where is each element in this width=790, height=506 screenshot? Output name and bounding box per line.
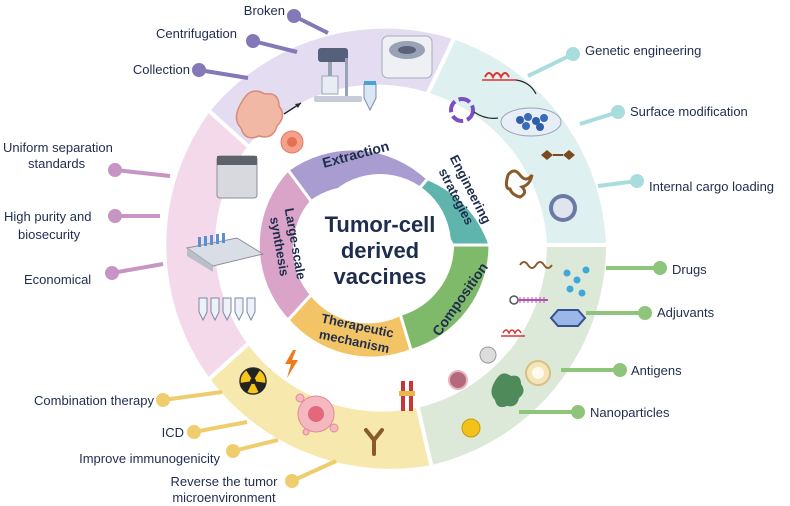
label-reverse-tumor-1: Reverse the tumor	[170, 474, 278, 489]
centrifuge-icon	[381, 35, 433, 79]
center-title-line1: Tumor-cell	[325, 212, 436, 237]
label-combination-therapy: Combination therapy	[34, 393, 154, 408]
antigen-strand-icon	[501, 329, 525, 337]
label-reverse-tumor-2: microenvironment	[172, 490, 276, 505]
connectors-large-scale	[105, 163, 171, 280]
protein-cluster-icon	[491, 373, 524, 408]
protein-icon	[504, 169, 534, 199]
antibody-icon	[364, 428, 384, 456]
radiation-icon	[239, 367, 267, 395]
engineering-illustrations	[449, 72, 577, 222]
label-high-purity-1: High purity and	[4, 209, 92, 224]
receptor-icon	[399, 381, 415, 411]
label-drugs: Drugs	[672, 262, 707, 277]
center-title-line3: vaccines	[334, 264, 427, 289]
petri-dish-icon	[500, 107, 562, 137]
tubes-icon	[198, 297, 256, 322]
label-antigens: Antigens	[631, 363, 682, 378]
adjuvant-strand-icon	[509, 295, 548, 305]
label-icd: ICD	[161, 425, 184, 440]
cell-cluster-icon	[235, 90, 284, 139]
mesh-particle-icon	[479, 346, 497, 364]
center-circle	[309, 174, 451, 316]
therapeutic-illustrations	[239, 350, 415, 456]
label-centrifugation: Centrifugation	[156, 26, 237, 41]
particles-icon	[563, 266, 590, 297]
hexagon-icon	[549, 309, 587, 327]
plate-reader-icon	[185, 233, 265, 272]
plasmid-icon	[449, 97, 475, 123]
label-high-purity-2: biosecurity	[18, 227, 81, 242]
label-uniform-separation-1: Uniform separation	[3, 140, 113, 155]
lightning-icon	[285, 350, 298, 378]
label-genetic-engineering: Genetic engineering	[585, 43, 702, 58]
rna-icon	[484, 72, 510, 80]
large-scale-illustrations	[185, 155, 265, 322]
label-adjuvants: Adjuvants	[657, 305, 715, 320]
label-nanoparticles: Nanoparticles	[590, 405, 670, 420]
composition-illustrations	[448, 261, 590, 438]
label-collection: Collection	[132, 62, 190, 77]
drug-strand-icon	[519, 261, 553, 269]
inner-sector-large-scale	[256, 167, 314, 323]
vesicle-icon	[549, 194, 577, 222]
connectors-extraction	[192, 9, 329, 80]
homogenizer-icon	[314, 48, 362, 102]
label-broken: Broken	[243, 3, 285, 18]
instrument-icon	[216, 155, 258, 199]
label-improve-immunogenicity: Improve immunogenicity	[79, 451, 220, 466]
extraction-illustrations	[235, 35, 433, 154]
exosome-icon	[448, 370, 468, 390]
connectors-therapeutic	[156, 390, 337, 488]
connectors-composition	[519, 261, 667, 419]
tumor-cell-cluster-icon	[295, 393, 339, 436]
liposome-icon	[525, 360, 551, 386]
tube-icon	[363, 81, 377, 112]
connectors-engineering	[527, 47, 644, 188]
molecule-icon	[541, 150, 575, 160]
label-economical: Economical	[24, 272, 92, 287]
label-surface-modification: Surface modification	[630, 104, 748, 119]
gold-nanoparticle-icon	[461, 418, 481, 438]
center-title-line2: derived	[341, 238, 419, 263]
tumor-cell-icon	[280, 130, 304, 154]
label-uniform-separation-2: standards	[28, 156, 86, 171]
label-internal-cargo-loading: Internal cargo loading	[649, 179, 775, 194]
